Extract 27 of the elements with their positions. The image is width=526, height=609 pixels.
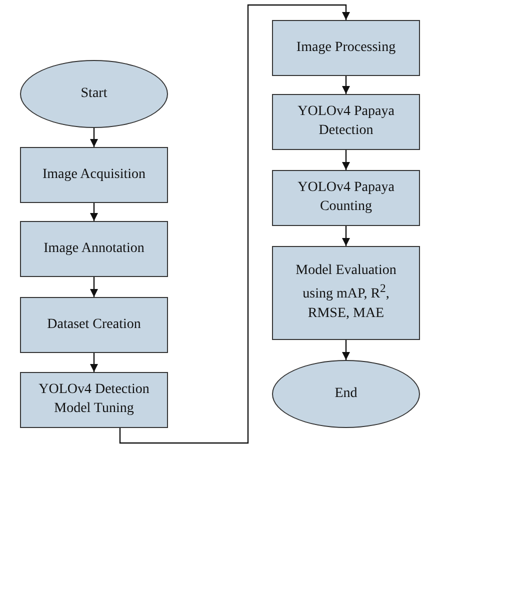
arrow xyxy=(119,4,350,444)
node-label: Image Processing xyxy=(296,38,396,57)
arrow xyxy=(342,226,350,246)
node-label: YOLOv4 Papaya Counting xyxy=(296,179,396,216)
process-box xyxy=(272,170,420,226)
process-box xyxy=(20,297,168,353)
arrow xyxy=(90,203,98,221)
node-label: Model Evaluation using mAP, R$^{2}$, RMSE, MAE xyxy=(294,262,398,323)
node-label: YOLOv4 Papaya Detection xyxy=(296,103,396,140)
process-box xyxy=(20,372,168,428)
node-label: Dataset Creation xyxy=(47,316,141,334)
node-label: Image Annotation xyxy=(44,240,144,258)
arrow xyxy=(342,340,350,360)
node-label: Image Acquisition xyxy=(42,166,146,184)
node-label: End xyxy=(334,384,358,403)
process-box xyxy=(272,94,420,150)
process-box xyxy=(20,221,168,277)
arrow xyxy=(342,76,350,94)
process-box xyxy=(272,20,420,76)
node-label: YOLOv4 Detection Model Tuning xyxy=(38,381,150,418)
arrow xyxy=(342,150,350,170)
arrow xyxy=(90,353,98,372)
arrow xyxy=(90,128,98,147)
arrow xyxy=(90,277,98,297)
process-box xyxy=(20,147,168,203)
node-label: Start xyxy=(80,84,108,103)
process-box xyxy=(272,246,420,340)
